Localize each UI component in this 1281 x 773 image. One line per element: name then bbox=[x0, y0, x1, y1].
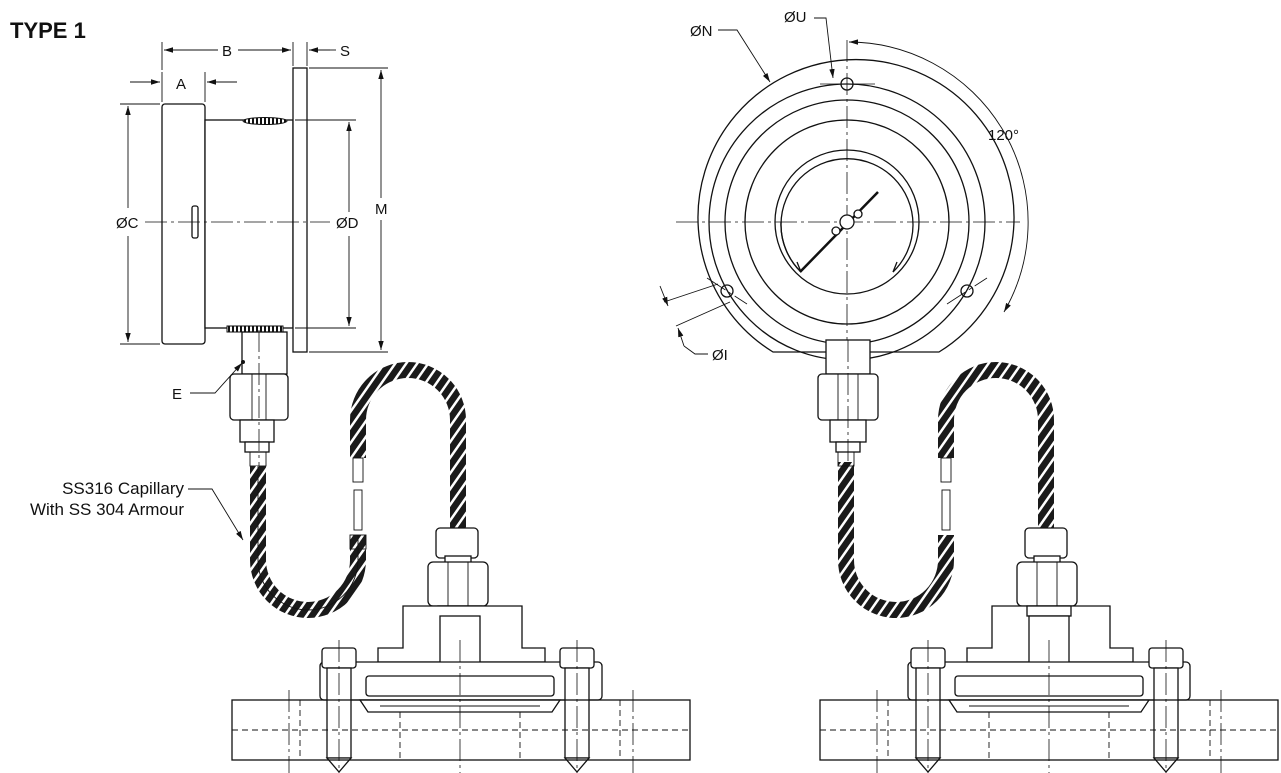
vent-plug bbox=[242, 117, 288, 125]
dim-e-label: E bbox=[172, 386, 182, 403]
dim-b-label: B bbox=[222, 43, 232, 60]
gauge-case bbox=[204, 119, 294, 329]
drawing-title: TYPE 1 bbox=[10, 18, 86, 43]
side-view-dimensions: A B S ØC ØD M E SS316 Capil bbox=[30, 42, 388, 541]
capillary-label-line2: With SS 304 Armour bbox=[30, 500, 184, 519]
dim-m-label: M bbox=[375, 201, 388, 218]
dim-s-label: S bbox=[340, 43, 350, 60]
socket-body bbox=[241, 331, 288, 375]
dim-u-label: ØU bbox=[784, 9, 807, 26]
socket-knurl bbox=[226, 325, 284, 333]
dim-n-label: ØN bbox=[690, 23, 713, 40]
front-view-dimensions: ØN ØU 120° ØI bbox=[659, 9, 1029, 364]
front-view-capillary bbox=[837, 362, 1078, 618]
dim-d-label: ØD bbox=[336, 215, 359, 232]
front-view-socket bbox=[817, 339, 879, 470]
angle-label: 120° bbox=[988, 127, 1019, 144]
side-view-gauge bbox=[145, 67, 330, 470]
mounting-flange bbox=[292, 67, 308, 353]
front-flange-outline bbox=[697, 58, 1015, 353]
dim-i-label: ØI bbox=[712, 347, 728, 364]
dim-a-label: A bbox=[176, 76, 186, 93]
side-view-diaphragm-seal bbox=[231, 605, 691, 773]
mount-hole-left bbox=[720, 284, 734, 298]
dim-c-label: ØC bbox=[116, 215, 139, 232]
front-view-diaphragm-seal bbox=[819, 605, 1279, 773]
capillary-label-line1: SS316 Capillary bbox=[62, 479, 184, 498]
